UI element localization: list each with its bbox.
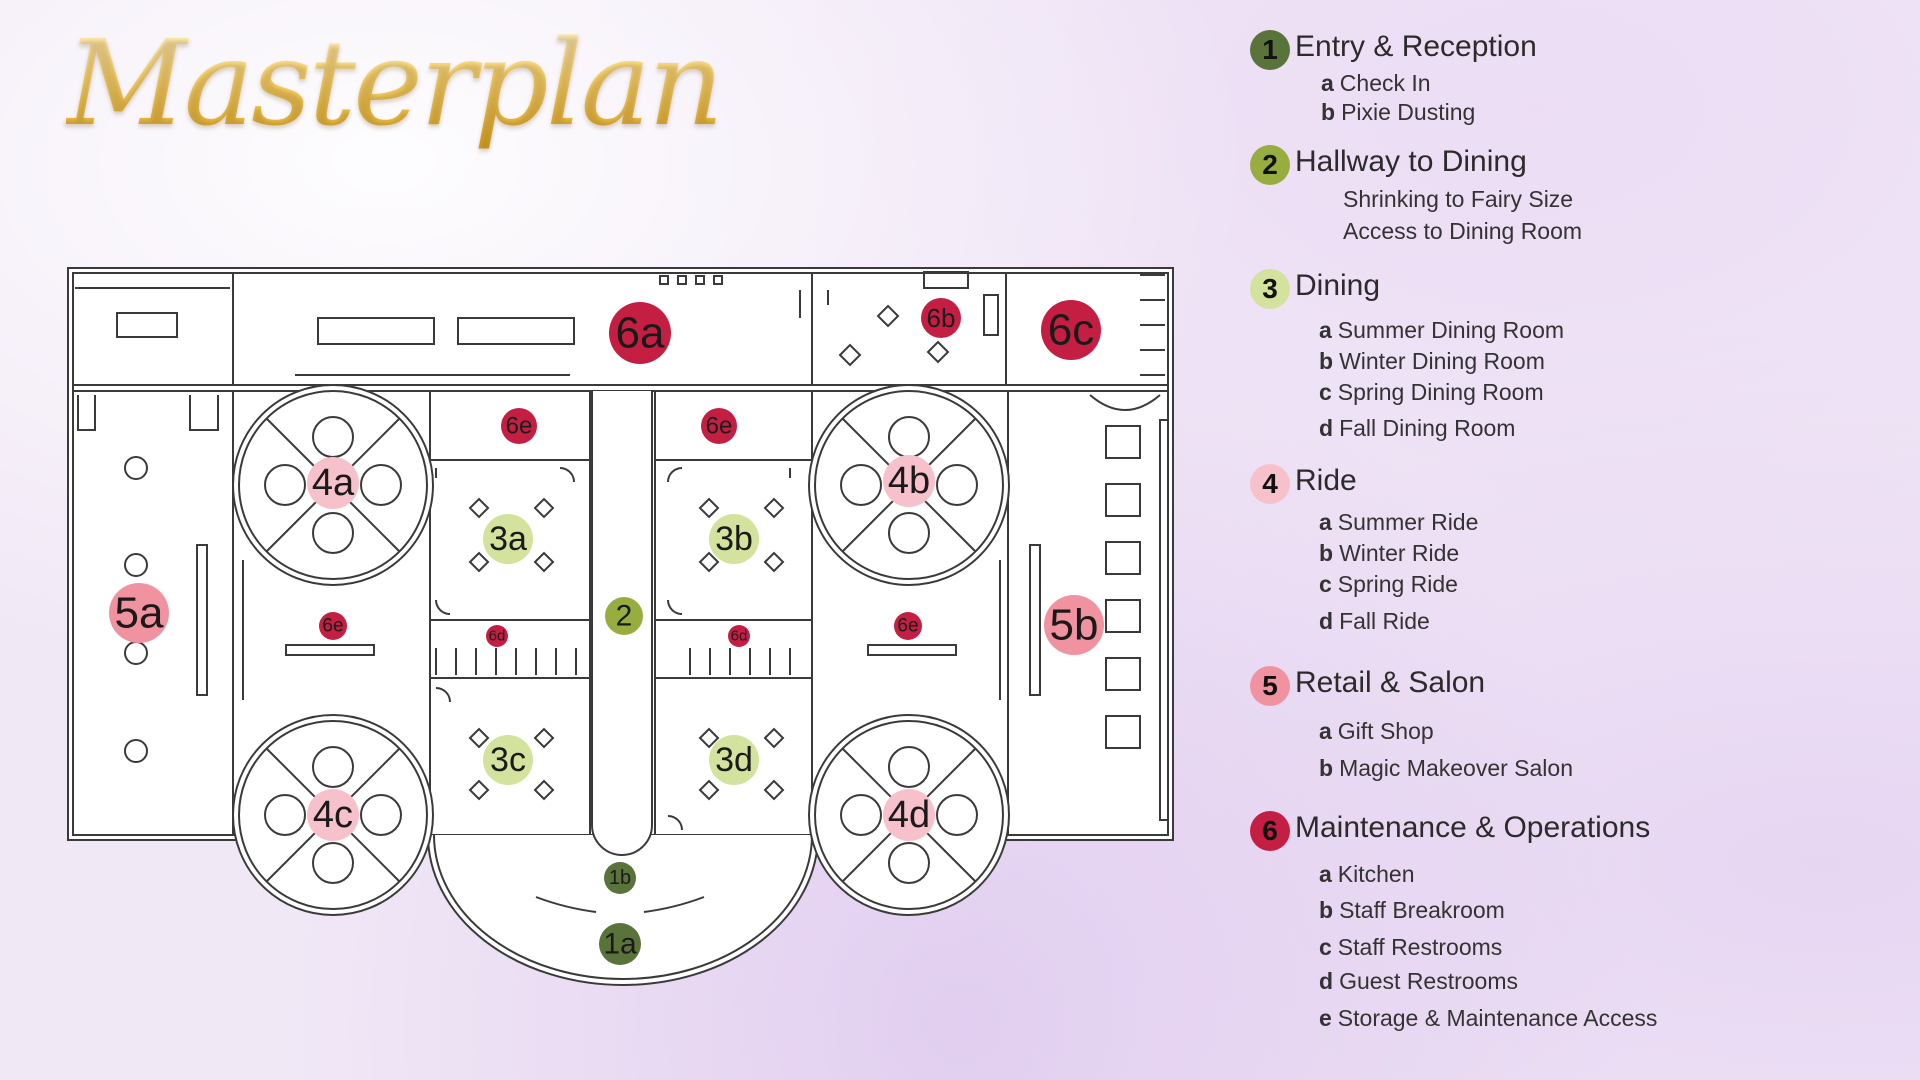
svg-text:3d: 3d — [715, 741, 753, 779]
marker-6d-right[interactable]: 6d — [728, 625, 750, 647]
legend-badge-3: 3 — [1250, 269, 1290, 309]
marker-6b[interactable]: 6b — [921, 298, 961, 338]
structure-block — [116, 312, 178, 338]
svg-text:6d: 6d — [489, 628, 506, 645]
marker-3c[interactable]: 3c — [483, 735, 533, 785]
marker-6a[interactable]: 6a — [609, 302, 671, 364]
legend-heading-4: Ride — [1295, 464, 1357, 497]
svg-text:6b: 6b — [927, 303, 956, 333]
legend-badge-5: 5 — [1250, 666, 1290, 706]
legend-badge-1: 1 — [1250, 30, 1290, 70]
svg-text:6c: 6c — [1048, 306, 1094, 355]
svg-text:6e: 6e — [897, 616, 918, 637]
svg-text:4b: 4b — [888, 460, 930, 502]
marker-4a[interactable]: 4a — [307, 457, 359, 509]
marker-6e-right[interactable]: 6e — [894, 612, 922, 640]
legend-badge-2: 2 — [1250, 145, 1290, 185]
svg-text:1b: 1b — [609, 867, 631, 889]
entry-rotunda — [427, 834, 819, 986]
svg-text:5a: 5a — [115, 589, 164, 638]
marker-3d[interactable]: 3d — [709, 735, 759, 785]
marker-6e-left[interactable]: 6e — [319, 612, 347, 640]
svg-text:4d: 4d — [888, 794, 930, 836]
page-title: Masterplan — [66, 14, 724, 152]
svg-text:4a: 4a — [312, 462, 355, 504]
marker-5a[interactable]: 5a — [109, 583, 169, 643]
legend-item-2-2: Access to Dining Room — [1343, 218, 1583, 244]
svg-text:1a: 1a — [603, 928, 637, 961]
marker-1b[interactable]: 1b — [604, 862, 636, 894]
legend-heading-2: Hallway to Dining — [1295, 145, 1527, 178]
marker-3a[interactable]: 3a — [483, 514, 533, 564]
legend-heading-1: Entry & Reception — [1295, 30, 1537, 63]
svg-text:3b: 3b — [715, 520, 753, 558]
legend-heading-3: Dining — [1295, 269, 1381, 302]
kitchen-counter — [457, 317, 575, 345]
legend-badge-4: 4 — [1250, 464, 1290, 504]
marker-5b[interactable]: 5b — [1044, 595, 1104, 655]
marker-6d-left[interactable]: 6d — [486, 625, 508, 647]
marker-4d[interactable]: 4d — [883, 789, 935, 841]
legend-item-2-1: Shrinking to Fairy Size — [1343, 186, 1574, 212]
svg-text:6e: 6e — [322, 616, 343, 637]
legend-heading-6: Maintenance & Operations — [1295, 811, 1651, 844]
svg-text:6a: 6a — [616, 309, 665, 358]
svg-text:3a: 3a — [489, 520, 527, 558]
marker-3b[interactable]: 3b — [709, 514, 759, 564]
svg-text:2: 2 — [616, 600, 633, 633]
marker-4c[interactable]: 4c — [307, 789, 359, 841]
svg-text:3c: 3c — [490, 741, 526, 779]
svg-text:6e: 6e — [506, 413, 533, 440]
svg-text:4c: 4c — [313, 794, 353, 836]
dining-tables — [468, 275, 950, 801]
plan-labels: 1a 1b 2 3a 3b 3c 3d 4a 4b 4c 4d 5a 5b 6a… — [109, 298, 1104, 965]
marker-6c[interactable]: 6c — [1041, 300, 1101, 360]
marker-2[interactable]: 2 — [605, 597, 643, 635]
legend-badge-6: 6 — [1250, 811, 1290, 851]
svg-text:6d: 6d — [731, 628, 748, 645]
svg-text:6e: 6e — [706, 413, 733, 440]
svg-text:5b: 5b — [1050, 601, 1099, 650]
marker-1a[interactable]: 1a — [599, 923, 641, 965]
marker-6e-right-top[interactable]: 6e — [701, 408, 737, 444]
legend-heading-5: Retail & Salon — [1295, 666, 1486, 699]
marker-6e-left-top[interactable]: 6e — [501, 408, 537, 444]
kitchen-counter — [317, 317, 435, 345]
marker-4b[interactable]: 4b — [883, 455, 935, 507]
